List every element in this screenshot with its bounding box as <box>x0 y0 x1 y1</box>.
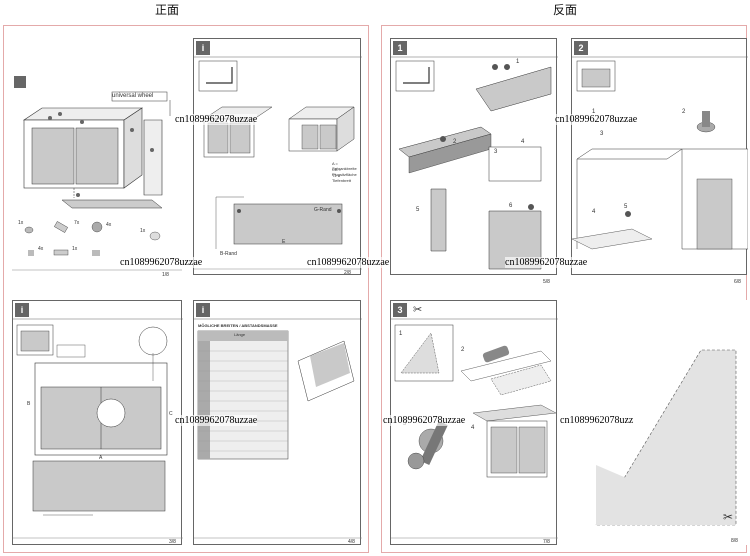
sheet-front <box>3 25 369 553</box>
width-table-drawing <box>194 318 362 539</box>
table-title: MÖGLICHE BREITEN / ABSTANDSMASSE <box>198 323 278 328</box>
info-tag: i <box>15 303 29 317</box>
dimension-drawing <box>194 56 362 270</box>
panel-spacing-info: i B A C 3/8 <box>12 300 183 545</box>
step-3-drawing <box>391 318 558 539</box>
step-num-1: 1 <box>592 109 596 115</box>
watermark: cn1089962078uzzae <box>555 114 638 125</box>
part-count-3: 4x <box>106 222 112 228</box>
label-b: B <box>27 401 31 407</box>
part-count-4: 1x <box>140 228 146 234</box>
step-tag: 3 <box>393 303 407 317</box>
step-num-5: 5 <box>416 207 420 213</box>
step-num-2: 2 <box>453 139 457 145</box>
cut-template-drawing <box>595 349 737 526</box>
page-number: 2/8 <box>344 270 351 276</box>
page-number: 8/8 <box>731 538 738 544</box>
header-front: 正面 <box>155 3 180 17</box>
step-num-6: 6 <box>509 203 513 209</box>
step-1-drawing <box>391 56 558 270</box>
step-num-2: 2 <box>461 347 465 353</box>
panel-step-1: 1 1 2 3 4 5 6 5/8 <box>390 38 558 285</box>
dim-b: B-Rand <box>220 251 237 257</box>
watermark: cn1089962078uzzae <box>505 257 588 268</box>
info-tag: i <box>196 41 210 55</box>
panel-parts-overview: universal wheel 1x 7x 4x 1x 4x 1x 1/8 <box>12 70 182 278</box>
page-number: 1/8 <box>162 272 169 278</box>
scissors-icon: ✂ <box>723 510 734 524</box>
legend-a: A = Schrankbreite <box>332 161 357 171</box>
step-tag: 1 <box>393 41 407 55</box>
dim-e: E <box>282 239 286 245</box>
part-count-6: 1x <box>72 246 78 252</box>
header-back: 反面 <box>553 3 578 17</box>
dim-g: G-Rand <box>314 207 332 213</box>
panel-step-2: 2 1 2 3 4 5 6/8 <box>571 38 748 285</box>
part-count-1: 1x <box>18 220 24 226</box>
table-head-length: Länge <box>234 332 246 337</box>
step-num-1: 1 <box>516 59 520 65</box>
step-num-4: 4 <box>592 209 596 215</box>
sheet-back <box>381 25 747 553</box>
step-num-3: 3 <box>494 149 498 155</box>
cabinet-exploded-drawing <box>12 76 182 271</box>
watermark: cn1089962078uzz <box>560 415 634 426</box>
watermark: cn1089962078uzzae <box>383 415 466 426</box>
step-tag: 2 <box>574 41 588 55</box>
watermark: cn1089962078uzzae <box>120 257 203 268</box>
legend-cb: CB = Plugsitzfläche <box>332 167 357 177</box>
step-num-5: 5 <box>624 204 628 210</box>
label-a: A <box>99 455 103 461</box>
page-number: 3/8 <box>169 539 176 545</box>
legend-t2: T2 = Tiefenbrett <box>332 173 351 183</box>
step-num-3: 3 <box>600 131 604 137</box>
spacing-drawing <box>13 318 183 539</box>
info-tag: i <box>196 303 210 317</box>
scissors-icon: ✂ <box>413 304 423 316</box>
step-num-1: 1 <box>399 331 403 337</box>
label-c: C <box>169 411 173 417</box>
step-num-2: 2 <box>682 109 686 115</box>
step-num-4: 4 <box>471 425 475 431</box>
page-number: 5/8 <box>543 279 550 285</box>
page-number: 7/8 <box>543 539 550 545</box>
step-num-4: 4 <box>521 139 525 145</box>
step-2-drawing <box>572 56 748 250</box>
watermark: cn1089962078uzzae <box>307 257 390 268</box>
part-count-5: 4x <box>38 246 44 252</box>
panel-dimensions-info: i A = Schrankbreite CB = Plugsitzfläche … <box>193 38 362 276</box>
part-count-2: 7x <box>74 220 80 226</box>
page-number: 4/8 <box>348 539 355 545</box>
watermark: cn1089962078uzzae <box>175 114 258 125</box>
watermark: cn1089962078uzzae <box>175 415 258 426</box>
wheel-label: universal wheel <box>112 93 154 99</box>
page-number: 6/8 <box>734 279 741 285</box>
